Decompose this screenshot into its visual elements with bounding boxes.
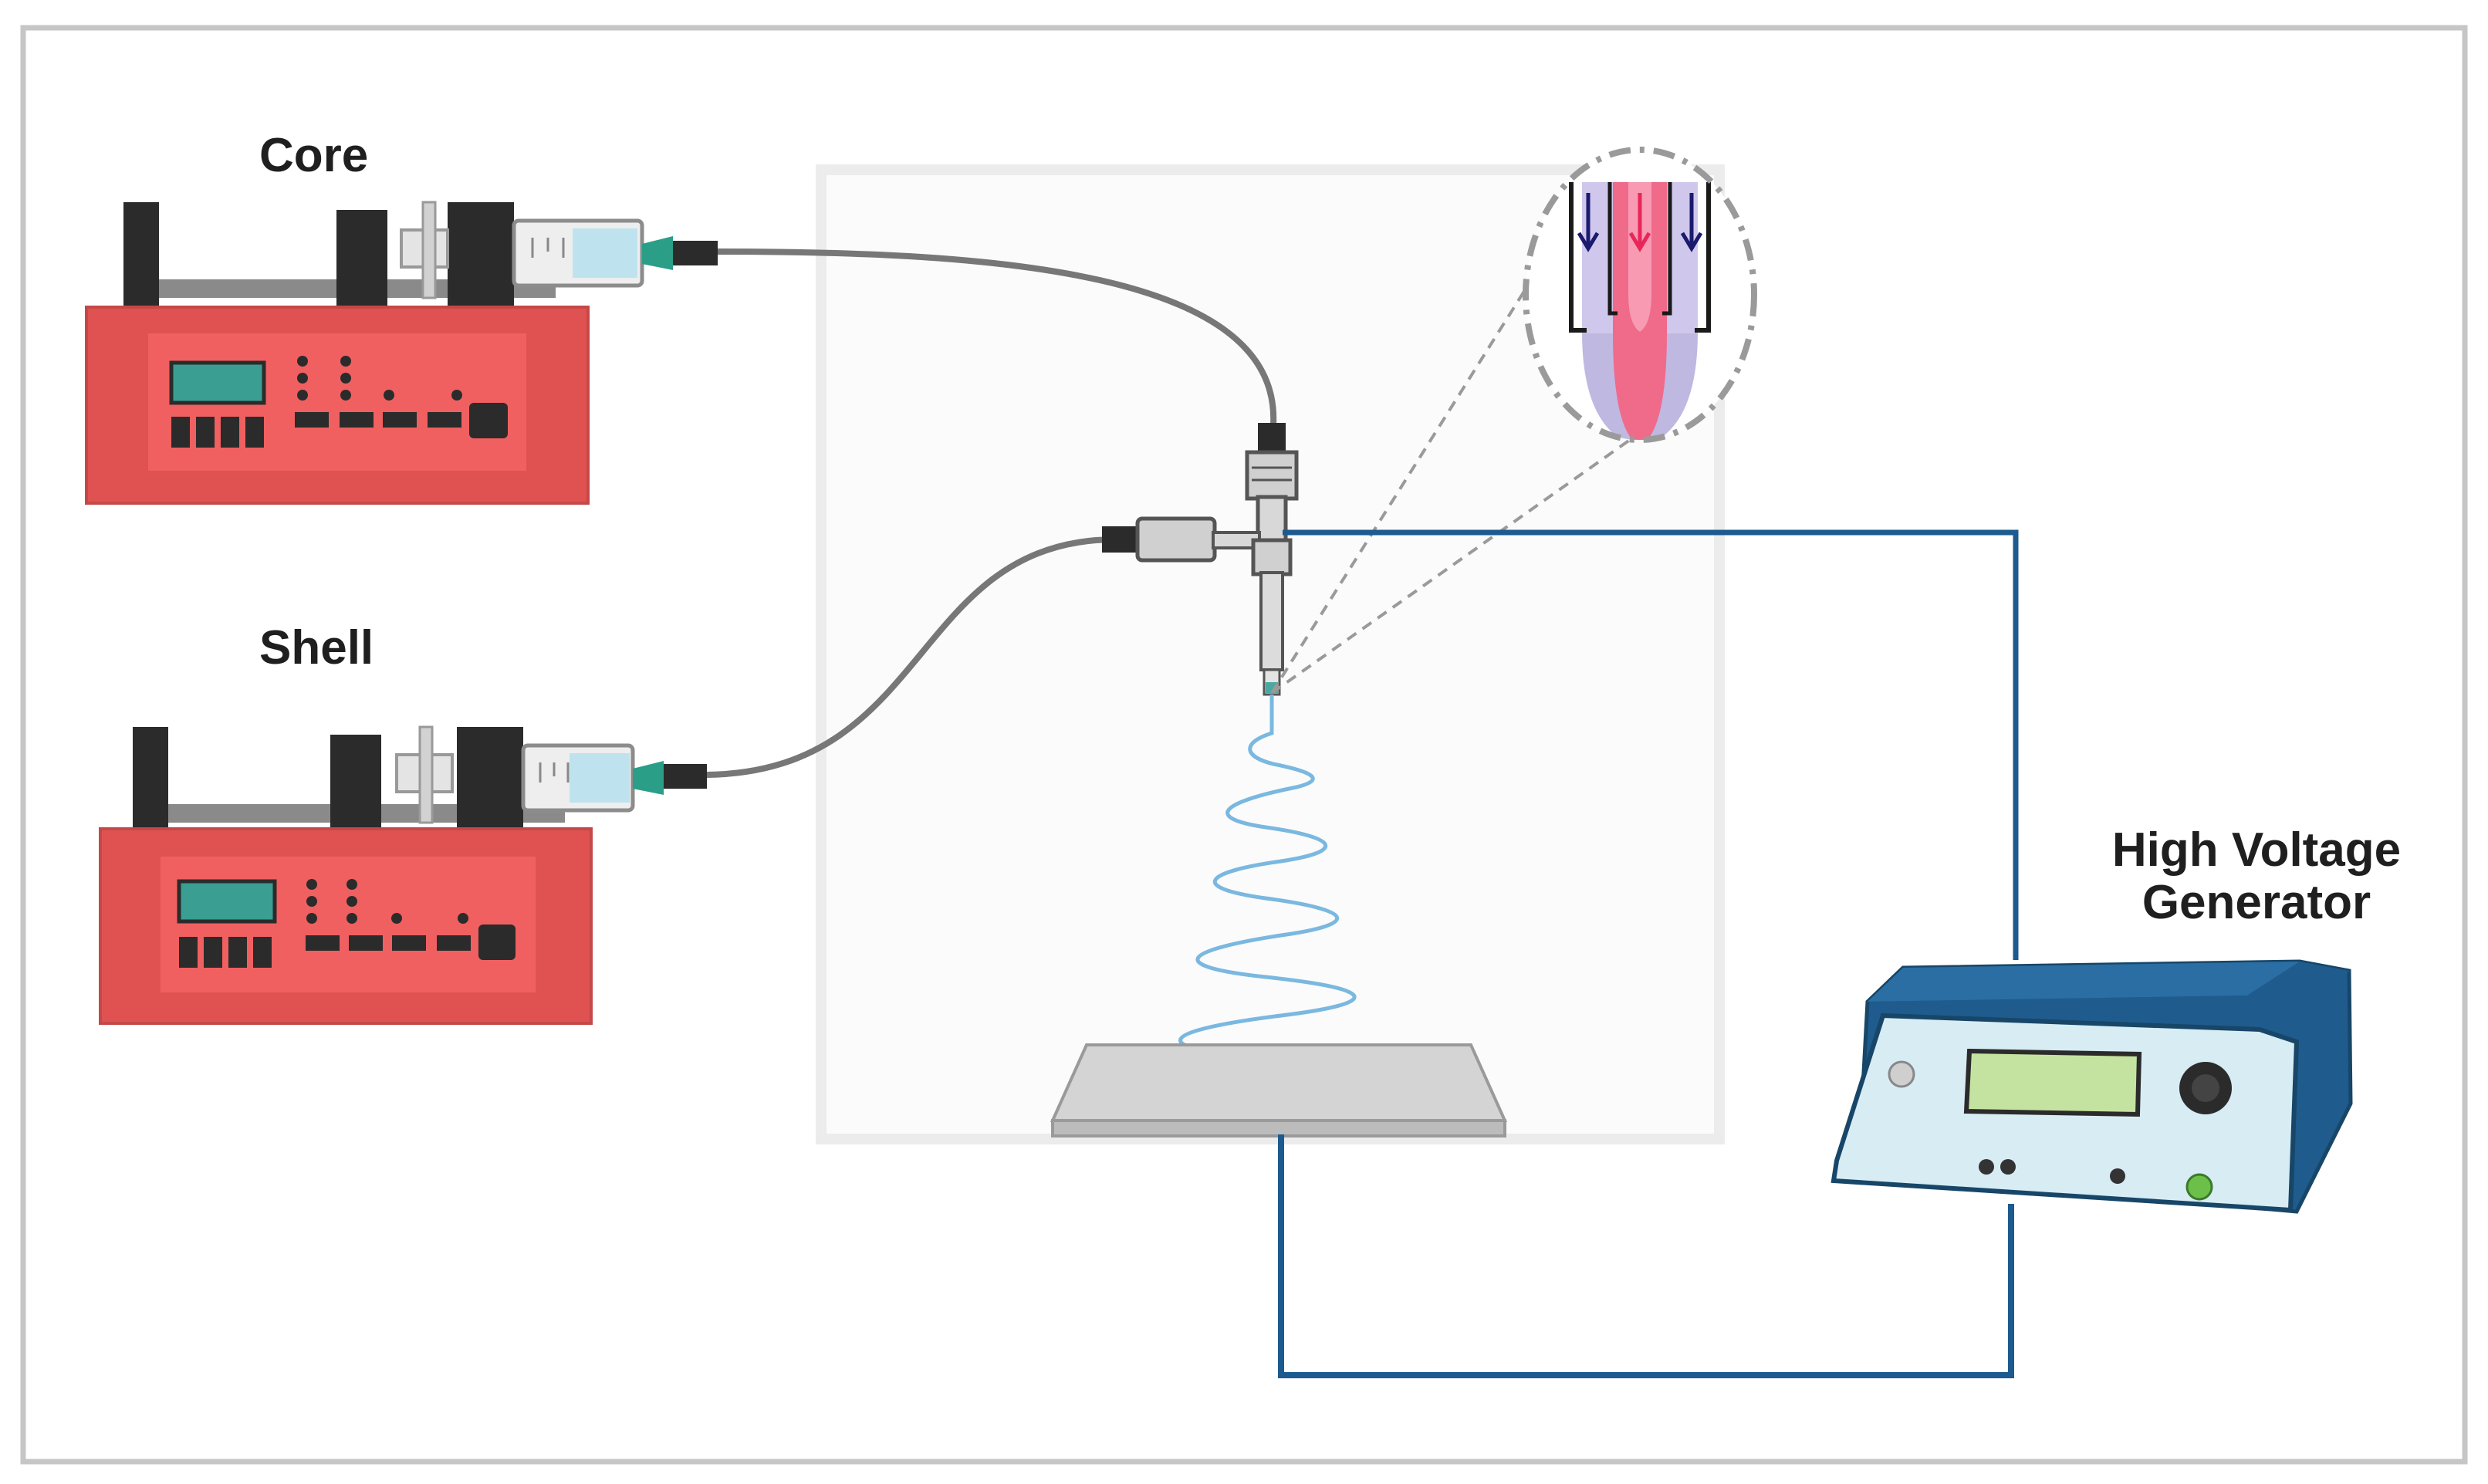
generator-label-line2: Generator xyxy=(2142,876,2371,929)
magnifier-guide-lines xyxy=(1270,276,1631,695)
pump-block-right xyxy=(457,727,523,835)
pump-block-right xyxy=(448,202,514,310)
pump-block-mid xyxy=(336,210,387,310)
collector-plate-icon xyxy=(1050,1043,1508,1138)
pump-display xyxy=(169,360,266,405)
shell-label: Shell xyxy=(259,621,374,674)
pump-keys xyxy=(171,356,508,448)
core-tubing xyxy=(717,248,1277,425)
pump-display xyxy=(177,879,277,924)
shell-tubing xyxy=(706,536,1129,778)
pump-keys xyxy=(179,879,516,968)
core-syringe-pump xyxy=(85,201,718,505)
pump-block-mid xyxy=(330,735,381,835)
pump-block-left xyxy=(123,202,159,310)
core-label: Core xyxy=(259,129,368,182)
magnified-nozzle-icon xyxy=(1523,147,1757,443)
syringe-icon xyxy=(395,725,707,824)
pump-panel xyxy=(161,857,536,992)
ground-wire xyxy=(1278,1134,2014,1378)
pump-block-left xyxy=(133,727,168,835)
syringe-icon xyxy=(400,201,718,299)
high-voltage-wire xyxy=(1283,529,2019,960)
shell-syringe-pump xyxy=(99,725,707,1025)
generator-label-line1: High Voltage xyxy=(2112,823,2401,877)
coaxial-nozzle-icon xyxy=(1102,423,1299,696)
high-voltage-generator-icon xyxy=(1831,959,2353,1214)
